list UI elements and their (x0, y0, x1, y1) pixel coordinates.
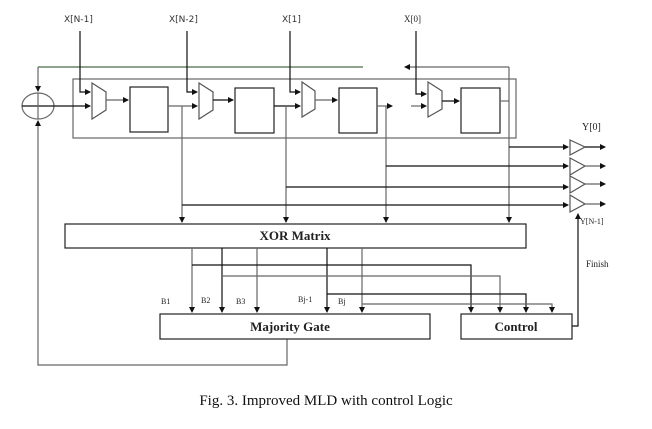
input-label-x-1: X[1] (282, 15, 301, 25)
input-label-x-n-2: X[N-2] (169, 15, 198, 25)
mux-3 (301, 80, 316, 119)
output-label-y-n-1: Y[N-1] (580, 217, 604, 226)
feedback-wire (35, 64, 510, 366)
register-taps (179, 80, 569, 223)
input-label-x-0: X[0] (404, 14, 421, 24)
mux-1 (91, 81, 107, 121)
bit-label-bj: Bj (338, 297, 346, 306)
bit-label-b1: B1 (161, 297, 170, 306)
bit-wires (189, 248, 555, 313)
x-1-wire (289, 31, 301, 95)
finish-label: Finish (586, 259, 609, 269)
control-label: Control (494, 319, 537, 334)
input-label-x-n-1: X[N-1] (64, 15, 93, 25)
register-4 (460, 87, 501, 134)
bit-label-b2: B2 (201, 296, 210, 305)
register-2 (234, 87, 275, 134)
output-buffers (569, 139, 606, 213)
xor-adder-icon (21, 92, 55, 120)
x-0-wire (415, 31, 427, 97)
xor-matrix-block (64, 223, 527, 249)
output-label-y-0: Y[0] (582, 122, 601, 133)
majority-gate-block (159, 313, 431, 340)
register-1 (129, 86, 169, 133)
figure-caption: Fig. 3. Improved MLD with control Logic (199, 393, 453, 409)
register-3 (338, 87, 378, 134)
control-block (460, 313, 573, 340)
shift-register-enclosure (72, 78, 517, 139)
bit-label-bj-1: Bj-1 (298, 295, 312, 304)
finish-wire (572, 213, 581, 327)
xor-matrix-label: XOR Matrix (259, 228, 331, 243)
x-n-2-wire (186, 31, 198, 95)
majority-gate-label: Majority Gate (250, 319, 330, 334)
mux-2 (198, 81, 214, 121)
x-n-1-wire (79, 31, 91, 95)
bit-label-b3: B3 (236, 297, 245, 306)
mux-4 (427, 80, 443, 119)
